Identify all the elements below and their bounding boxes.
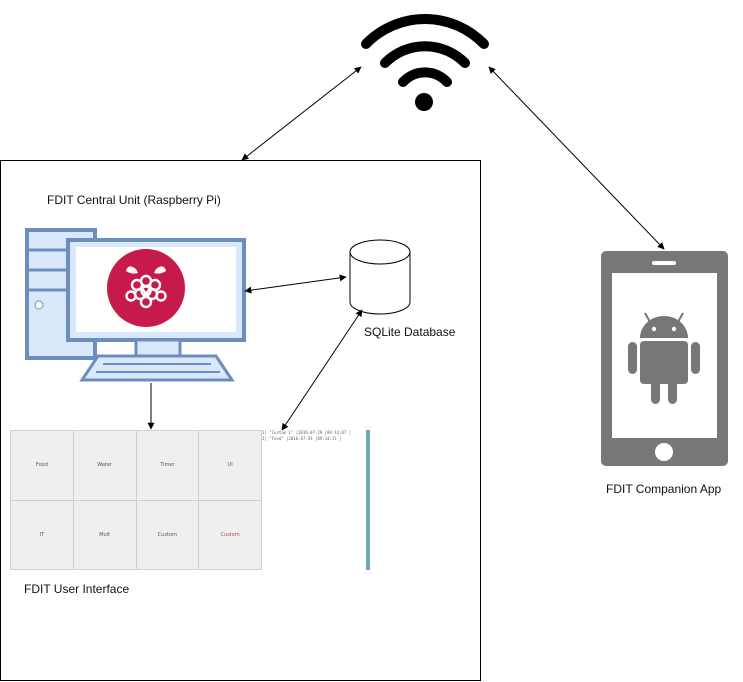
computer-icon [25,228,246,382]
connector-wifi-phone [488,66,665,250]
ui-button-tile: Mult [73,500,136,569]
ui-button-tile: Timer [136,431,199,500]
ui-button-tile: Custom [199,500,261,569]
db-record-line: 1| "Custom 1" |2016-07-29 |09:14:07 | [262,430,352,435]
user-interface-label: FDIT User Interface [24,582,130,596]
central-unit-container [0,160,481,681]
connector-pi-database [244,274,347,294]
phone-icon [601,251,728,466]
connector-wifi-central [241,66,362,161]
wifi-icon [361,13,489,111]
central-unit-label: FDIT Central Unit (Raspberry Pi) [47,193,221,207]
raspberry-pi-icon [107,249,185,327]
computer-keyboard [79,354,235,382]
db-panel-scrollbar [366,430,370,570]
connector-database-panel [281,309,363,431]
ui-button-tile: Water [73,431,136,500]
database-output-panel: 1| "Custom 1" |2016-07-29 |09:14:07 | 2|… [262,430,372,570]
ui-button-tile: Food [11,431,73,500]
db-record-line: 2| "Food" |2016-07-29 |09:14:31 | [262,436,342,441]
android-icon [628,312,700,404]
user-interface-screenshot: Food Water Timer UI IT Mult Custom Custo… [10,430,262,570]
ui-button-tile: Custom [136,500,199,569]
ui-button-tile: UI [199,431,261,500]
database-icon [349,239,411,315]
companion-app-label: FDIT Companion App [606,482,722,496]
database-label: SQLite Database [364,325,456,339]
ui-button-tile: IT [11,500,73,569]
